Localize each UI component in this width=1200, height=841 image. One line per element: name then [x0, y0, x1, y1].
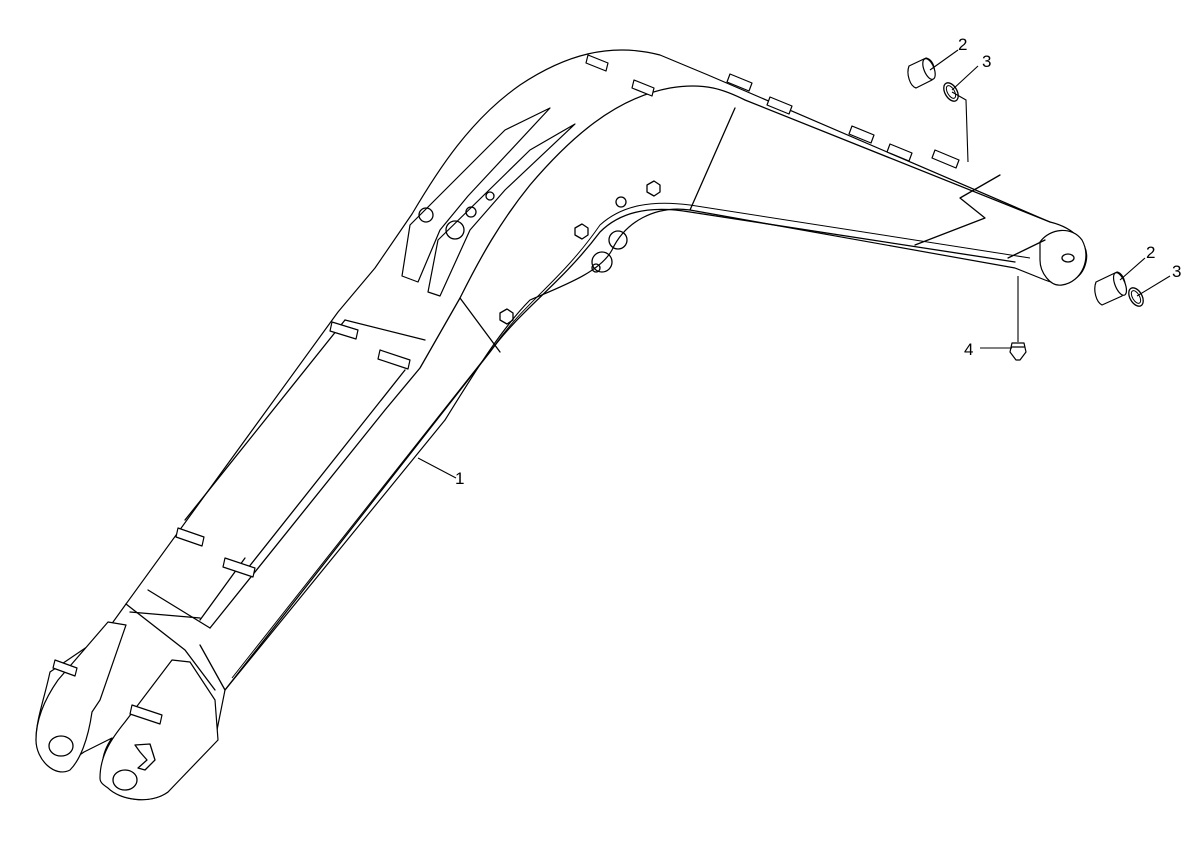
bushing-part-2-lower: [1094, 271, 1128, 306]
bushing-part-2-upper: [907, 57, 936, 89]
callout-1: 1: [455, 469, 464, 488]
o-ring-part-3-upper: [943, 82, 959, 102]
o-ring-part-3-lower: [1128, 287, 1144, 307]
grease-nipple-part-4: [1009, 342, 1027, 361]
callout-4: 4: [964, 340, 973, 359]
leader-lines: [417, 49, 1171, 479]
boom-part-1: [35, 49, 1088, 801]
callout-3-lower: 3: [1172, 262, 1181, 281]
callout-3-upper: 3: [982, 52, 991, 71]
callout-2-lower: 2: [1146, 243, 1155, 262]
callout-2-upper: 2: [958, 35, 967, 54]
